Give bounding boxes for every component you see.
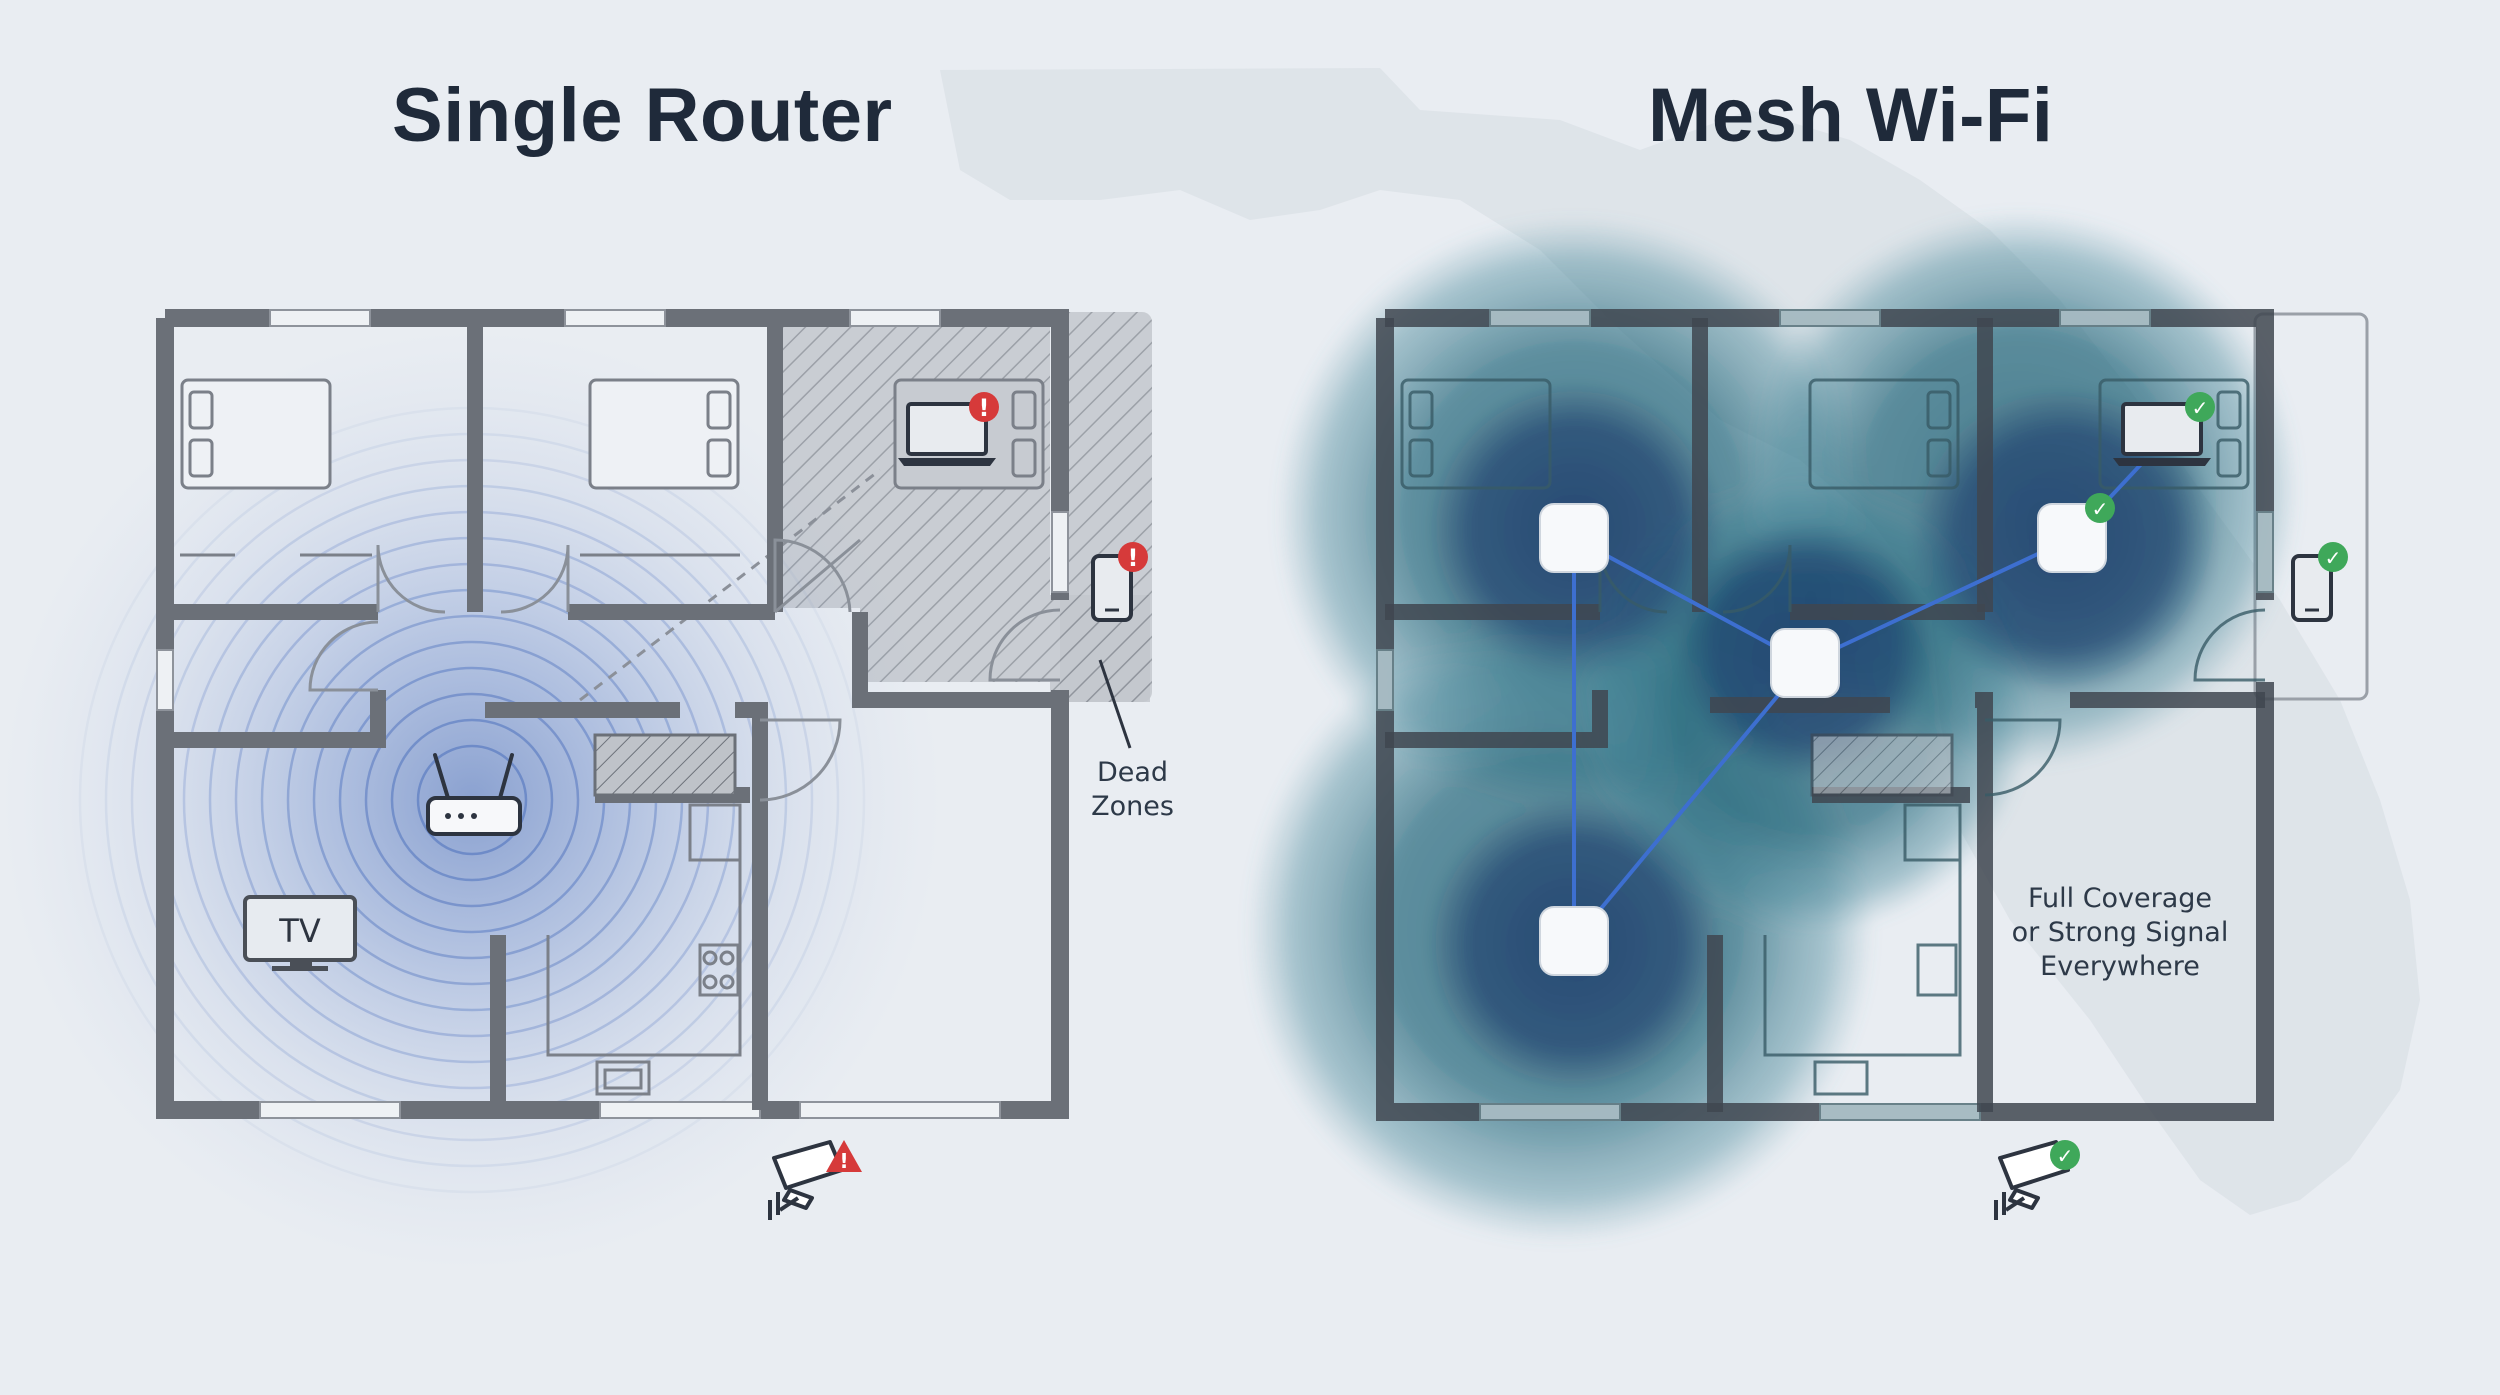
windows [156,309,1069,1119]
mesh-node-icon [1539,906,1609,976]
camera-check-icon: ✓ [2050,1140,2080,1170]
single-router-title: Single Router [392,73,893,158]
svg-text:✓: ✓ [2057,1144,2074,1168]
tv-label: TV [278,912,321,950]
svg-text:!: ! [979,394,990,422]
door-swings [308,538,1061,802]
svg-text:!: ! [839,1149,848,1173]
dead-zone-pointer [1098,659,1132,749]
full-coverage-note: Full Coverage or Strong Signal Everywher… [1985,882,2255,984]
furniture [1400,378,2266,1096]
signal-ring [390,718,554,882]
stairs [593,733,737,797]
laptop-icon [2113,402,2211,466]
router-icon [426,753,522,836]
phone-alert-icon: ! [1118,542,1148,572]
mesh-links [1572,458,2147,943]
mesh-node-icon [2037,503,2107,573]
node-check-icon: ✓ [2085,493,2115,523]
bed-left [180,378,332,490]
kitchen-counter [546,803,742,1096]
laptop-alert-icon: ! [969,392,999,422]
laptop-icon [898,402,996,466]
stairs [1810,733,1954,797]
mesh-wifi-floorplan: ✓ ✓ ✓ [1245,210,2369,1245]
mesh-node-icon [1539,503,1609,573]
svg-text:✓: ✓ [2192,396,2209,420]
dead-zones-note-line: Zones [1091,791,1174,822]
tv-icon: TV [243,895,357,971]
signal-ring [416,744,528,856]
dead-zone-outside [1060,312,1152,702]
mesh-wifi-title: Mesh Wi-Fi [1648,73,2054,158]
laptop-check-icon: ✓ [2185,392,2215,422]
full-coverage-note-line: Full Coverage [2027,883,2213,914]
camera-warning-icon: ! [826,1140,862,1173]
single-router-floorplan: TV ! [2,309,1152,1270]
dead-zones-note: Dead Zones [1060,756,1205,824]
signal-ring [364,692,580,908]
mesh-node-icon [1770,628,1840,698]
svg-text:✓: ✓ [2325,546,2342,570]
phone-icon [1091,554,1133,622]
full-coverage-note-line: Everywhere [2040,951,2200,982]
weak-signal-path [579,468,881,702]
phone-check-icon: ✓ [2318,542,2348,572]
windows [1376,309,2274,1121]
dead-zones-note-line: Dead [1096,757,1169,788]
svg-text:!: ! [1128,544,1139,572]
svg-text:✓: ✓ [2092,497,2109,521]
full-coverage-note-line: or Strong Signal [2011,917,2229,948]
phone-icon [2291,554,2333,622]
bed-middle [588,378,740,490]
